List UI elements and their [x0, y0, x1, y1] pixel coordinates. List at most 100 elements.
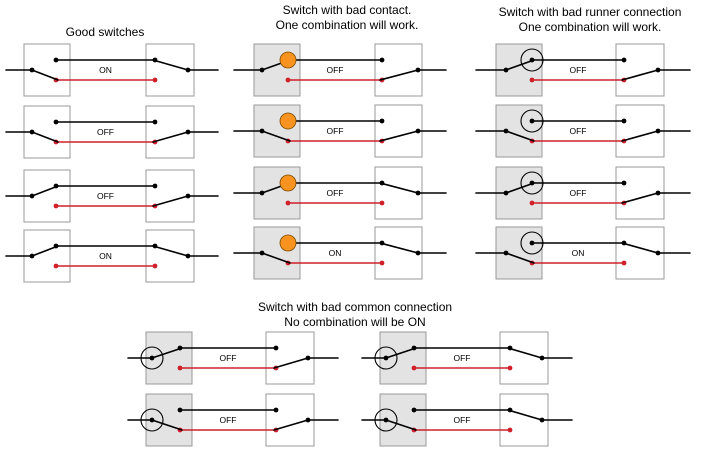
- bad-runner-circle-icon: [520, 48, 544, 72]
- switch-circuit: OFF: [233, 43, 447, 97]
- left-switch-lever: [505, 130, 535, 142]
- left-red-contact-dot: [529, 77, 535, 83]
- switch-circuit: OFF: [127, 393, 339, 447]
- right-switch-lever: [507, 409, 543, 421]
- left-switch-lever: [151, 419, 183, 431]
- right-switch-box: [374, 226, 423, 280]
- title-bad-common-line2: No combination will be ON: [284, 315, 425, 329]
- left-red-contact-dot: [285, 77, 291, 83]
- right-switch-box: [374, 43, 423, 97]
- left-red-contact-dot: [411, 365, 417, 371]
- switch-circuit: OFF: [361, 331, 573, 385]
- right-switch-lever: [621, 192, 659, 204]
- right-switch-lever: [152, 131, 189, 143]
- switch-circuit: OFF: [233, 104, 447, 158]
- left-switch-box: [495, 226, 543, 280]
- right-switch-lever: [152, 245, 189, 257]
- right-black-contact-dot: [379, 118, 385, 124]
- right-switch-lever: [273, 357, 309, 369]
- right-switch-box: [374, 166, 423, 220]
- right-switch-lever: [152, 59, 189, 71]
- right-switch-lever: [273, 419, 309, 431]
- bad-contact-dot-icon: [279, 234, 297, 252]
- right-black-contact-dot: [273, 407, 279, 413]
- left-switch-lever: [385, 419, 417, 431]
- state-label: OFF: [454, 415, 471, 425]
- left-switch-lever: [261, 130, 291, 142]
- right-black-contact-dot: [621, 118, 627, 124]
- bad-common-circle-icon: [140, 408, 164, 432]
- right-switch-box: [374, 104, 423, 158]
- left-switch-lever: [31, 245, 59, 257]
- right-switch-lever: [621, 242, 659, 254]
- right-switch-lever: [379, 242, 419, 254]
- bad-runner-circle-icon: [520, 109, 544, 133]
- right-black-contact-dot: [621, 57, 627, 63]
- left-red-contact-dot: [529, 200, 535, 206]
- bad-common-circle-icon: [140, 346, 164, 370]
- title-bad-contact-line1: Switch with bad contact.: [283, 3, 412, 17]
- right-red-contact-dot: [379, 200, 385, 206]
- title-bad-runner-line1: Switch with bad runner connection: [499, 5, 682, 19]
- state-label: OFF: [570, 65, 587, 75]
- title-good-switches: Good switches: [66, 25, 145, 39]
- switch-circuit: OFF: [475, 104, 691, 158]
- right-black-contact-dot: [273, 345, 279, 351]
- title-bad-common-line1: Switch with bad common connection: [258, 300, 452, 314]
- left-black-contact-dot: [529, 118, 535, 124]
- right-switch-lever: [621, 130, 659, 142]
- state-label: OFF: [327, 188, 344, 198]
- right-black-contact-dot: [152, 119, 158, 125]
- switch-circuit: OFF: [361, 393, 573, 447]
- left-black-contact-dot: [529, 240, 535, 246]
- bad-contact-dot-icon: [279, 174, 297, 192]
- switch-circuit: ON: [475, 226, 691, 280]
- right-black-contact-dot: [621, 180, 627, 186]
- state-label: OFF: [220, 353, 237, 363]
- right-black-contact-dot: [152, 183, 158, 189]
- state-label: OFF: [570, 126, 587, 136]
- left-black-contact-dot: [411, 407, 417, 413]
- switch-circuit: OFF: [5, 169, 219, 223]
- right-switch-lever: [379, 130, 419, 142]
- left-switch-lever: [151, 347, 183, 359]
- state-label: OFF: [220, 415, 237, 425]
- state-label: OFF: [327, 126, 344, 136]
- bad-runner-circle-icon: [520, 231, 544, 255]
- switch-circuit: ON: [5, 43, 219, 97]
- left-switch-lever: [31, 69, 59, 81]
- state-label: OFF: [327, 65, 344, 75]
- state-label: ON: [329, 248, 342, 258]
- right-red-contact-dot: [621, 260, 627, 266]
- right-switch-lever: [507, 347, 543, 359]
- state-label: OFF: [97, 191, 114, 201]
- state-label: OFF: [97, 127, 114, 137]
- right-switch-lever: [379, 69, 419, 81]
- switch-circuit: OFF: [475, 166, 691, 220]
- right-switch-lever: [621, 69, 659, 81]
- right-red-contact-dot: [507, 365, 513, 371]
- switch-circuit: OFF: [127, 331, 339, 385]
- right-switch-box: [265, 331, 315, 385]
- bad-common-circle-icon: [374, 346, 398, 370]
- left-red-contact-dot: [53, 203, 59, 209]
- left-switch-lever: [31, 185, 59, 197]
- left-switch-lever: [505, 59, 535, 71]
- right-red-contact-dot: [152, 77, 158, 83]
- switch-circuit: ON: [5, 229, 219, 283]
- left-black-contact-dot: [53, 57, 59, 63]
- state-label: OFF: [454, 353, 471, 363]
- title-bad-runner-line2: One combination will work.: [519, 20, 662, 34]
- right-switch-lever: [379, 182, 419, 194]
- right-switch-lever: [152, 195, 189, 207]
- left-black-contact-dot: [177, 407, 183, 413]
- right-black-contact-dot: [379, 57, 385, 63]
- left-switch-lever: [385, 347, 417, 359]
- right-red-contact-dot: [379, 260, 385, 266]
- switch-circuit: OFF: [5, 105, 219, 159]
- switch-circuit: OFF: [233, 166, 447, 220]
- left-switch-lever: [505, 252, 535, 264]
- state-label: ON: [572, 248, 585, 258]
- left-switch-lever: [261, 252, 291, 264]
